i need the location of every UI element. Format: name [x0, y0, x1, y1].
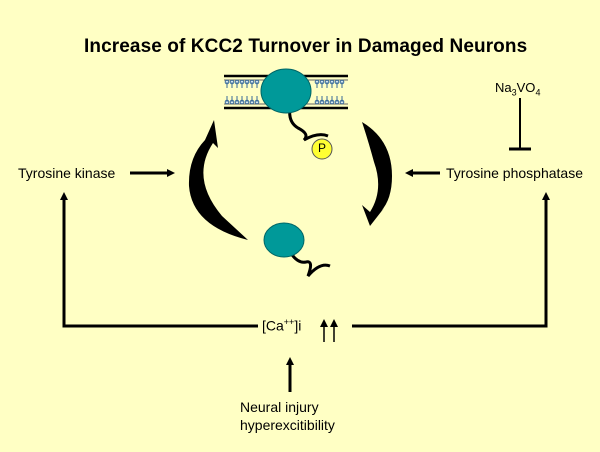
tyrosine-kinase-label: Tyrosine kinase — [18, 165, 116, 181]
inhibitor-label: Na3VO4 — [495, 80, 541, 98]
neural-injury-label: Neural injury hyperexcitibility — [240, 398, 335, 434]
kcc2-protein-bottom — [263, 222, 305, 258]
kcc2-membrane-protein — [260, 68, 329, 142]
kcc2-internalized-protein — [263, 222, 331, 277]
kcc2-protein-top — [260, 68, 312, 114]
calcium-label: [Ca++]i — [262, 317, 302, 334]
kcc2-tail-top — [288, 107, 329, 142]
neural-injury-line2: hyperexcitibility — [240, 417, 335, 433]
phosphate-circle — [311, 138, 333, 160]
phosphate-label: P — [317, 141, 326, 155]
diagram-title: Increase of KCC2 Turnover in Damaged Neu… — [84, 36, 528, 57]
calcium-to-kinase-arrow — [60, 192, 258, 328]
neural-injury-line1: Neural injury — [240, 399, 319, 415]
kcc2-tail-bottom — [286, 247, 331, 277]
cell-membrane — [224, 74, 348, 110]
tyrosine-phosphatase-label: Tyrosine phosphatase — [446, 165, 583, 181]
cycle-arrow-right — [362, 122, 392, 226]
cycle-arrow-left — [188, 120, 248, 240]
calcium-to-phosphatase-arrow — [352, 192, 550, 328]
